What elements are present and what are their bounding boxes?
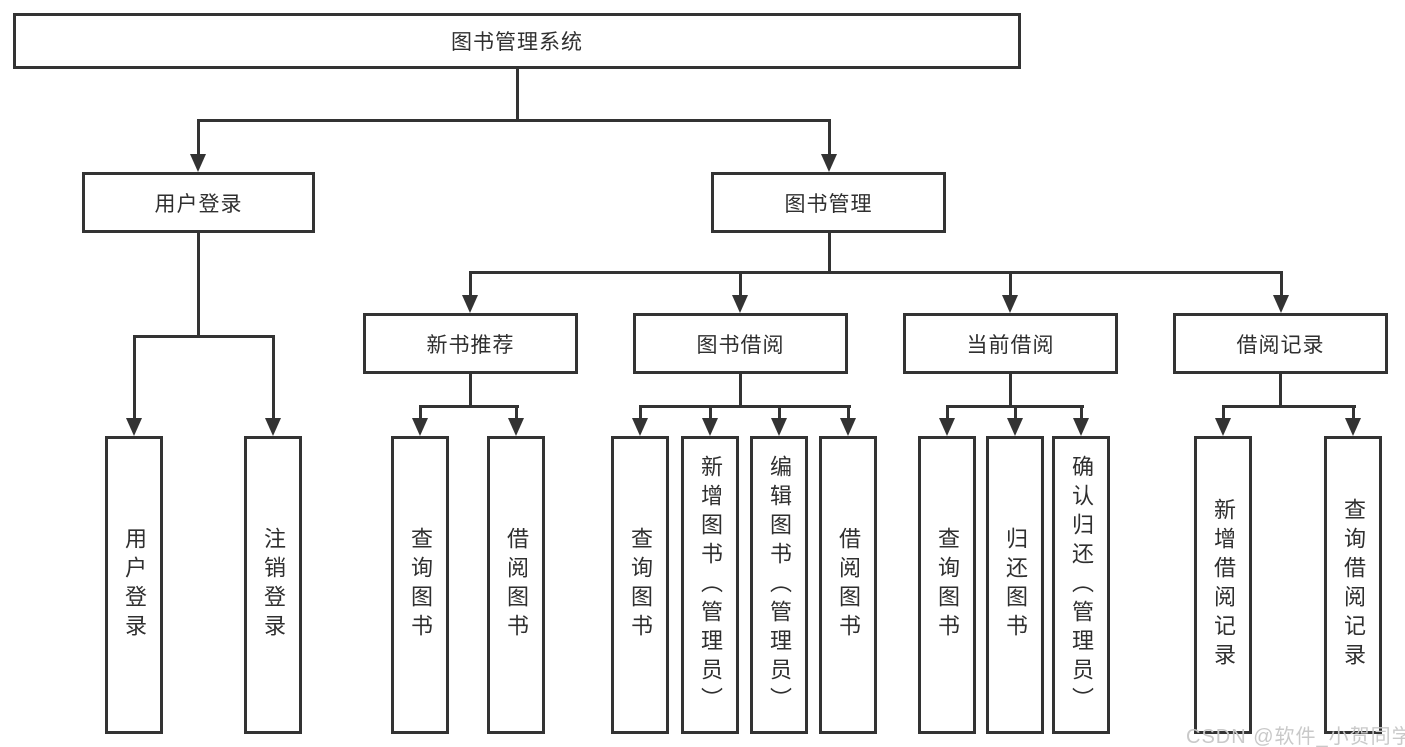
arrowhead-book-borrowing xyxy=(732,295,748,313)
leaf-add-borrow-record-label: 新增借阅记录 xyxy=(1211,498,1236,672)
leaf-edit-book-admin: 编辑图书（管理员） xyxy=(750,436,808,734)
leaf-query-borrow-record-label: 查询借阅记录 xyxy=(1341,498,1366,672)
node-root: 图书管理系统 xyxy=(13,13,1021,69)
node-user-login-label: 用户登录 xyxy=(154,192,243,216)
arrowhead-new-book xyxy=(462,295,478,313)
leaf-borrow-books-2-label: 借阅图书 xyxy=(836,527,861,643)
node-user-login: 用户登录 xyxy=(82,172,315,233)
node-new-book-recommendation: 新书推荐 xyxy=(363,313,578,374)
connector-borrowing-records-rail xyxy=(1222,405,1356,408)
arrowhead-user-login xyxy=(190,154,206,172)
arrowhead-borrowing-records xyxy=(1273,295,1289,313)
leaf-query-books-current: 查询图书 xyxy=(918,436,976,734)
connector-user-login-stem xyxy=(197,233,200,338)
node-book-borrowing-label: 图书借阅 xyxy=(696,333,785,357)
connector-drop-g5-1 xyxy=(1222,405,1225,419)
leaf-borrow-books-recommend-label: 借阅图书 xyxy=(504,527,529,643)
arrowhead-g3-2 xyxy=(702,418,718,436)
leaf-return-book: 归还图书 xyxy=(986,436,1044,734)
connector-drop-g3-1 xyxy=(639,405,642,419)
node-root-label: 图书管理系统 xyxy=(451,31,583,54)
connector-borrowing-records-stem xyxy=(1279,374,1282,408)
leaf-logout: 注销登录 xyxy=(244,436,302,734)
node-borrowing-records: 借阅记录 xyxy=(1173,313,1388,374)
connector-drop-borrowing-records xyxy=(1280,271,1283,296)
leaf-query-books-recommend: 查询图书 xyxy=(391,436,449,734)
connector-drop-g3-3 xyxy=(778,405,781,419)
node-book-management-label: 图书管理 xyxy=(784,192,873,216)
connector-new-book-stem xyxy=(469,374,472,408)
connector-root-stem xyxy=(516,69,519,122)
arrowhead-g4-2 xyxy=(1007,418,1023,436)
arrowhead-g3-1 xyxy=(632,418,648,436)
arrowhead-g4-1 xyxy=(939,418,955,436)
leaf-add-borrow-record: 新增借阅记录 xyxy=(1194,436,1252,734)
arrowhead-leaf-login xyxy=(126,418,142,436)
leaf-add-book-admin: 新增图书（管理员） xyxy=(681,436,739,734)
leaf-query-borrow-record: 查询借阅记录 xyxy=(1324,436,1382,734)
arrowhead-current-borrowing xyxy=(1002,295,1018,313)
connector-book-management-stem xyxy=(828,233,831,274)
connector-root-rail xyxy=(197,119,831,122)
leaf-confirm-return-admin: 确认归还（管理员） xyxy=(1052,436,1110,734)
leaf-edit-book-admin-label: 编辑图书（管理员） xyxy=(767,454,792,716)
connector-book-borrowing-rail xyxy=(639,405,851,408)
leaf-borrow-books-2: 借阅图书 xyxy=(819,436,877,734)
connector-drop-new-book xyxy=(469,271,472,296)
connector-user-login-rail xyxy=(133,335,275,338)
connector-new-book-rail xyxy=(419,405,519,408)
connector-drop-g2-1 xyxy=(419,405,422,419)
connector-drop-current-borrowing xyxy=(1009,271,1012,296)
arrowhead-g5-2 xyxy=(1345,418,1361,436)
leaf-query-books-borrow-label: 查询图书 xyxy=(628,527,653,643)
connector-drop-g4-2 xyxy=(1014,405,1017,419)
watermark-text: CSDN @软件_小贺同学 xyxy=(1186,726,1405,747)
leaf-query-books-borrow: 查询图书 xyxy=(611,436,669,734)
leaf-user-login: 用户登录 xyxy=(105,436,163,734)
leaf-add-book-admin-label: 新增图书（管理员） xyxy=(698,454,723,716)
arrowhead-leaf-logout xyxy=(265,418,281,436)
arrowhead-g5-1 xyxy=(1215,418,1231,436)
arrowhead-book-management xyxy=(821,154,837,172)
arrowhead-g3-4 xyxy=(840,418,856,436)
connector-drop-g4-1 xyxy=(946,405,949,419)
arrowhead-g2-2 xyxy=(508,418,524,436)
leaf-logout-label: 注销登录 xyxy=(261,527,286,643)
connector-drop-g3-2 xyxy=(709,405,712,419)
node-book-borrowing: 图书借阅 xyxy=(633,313,848,374)
leaf-return-book-label: 归还图书 xyxy=(1003,527,1028,643)
arrowhead-g4-3 xyxy=(1073,418,1089,436)
connector-drop-leaf-logout xyxy=(272,335,275,418)
leaf-confirm-return-admin-label: 确认归还（管理员） xyxy=(1069,454,1094,716)
node-current-borrowing: 当前借阅 xyxy=(903,313,1118,374)
connector-drop-book-management xyxy=(828,119,831,155)
connector-drop-g5-2 xyxy=(1352,405,1355,419)
arrowhead-g3-3 xyxy=(771,418,787,436)
leaf-borrow-books-recommend: 借阅图书 xyxy=(487,436,545,734)
arrowhead-g2-1 xyxy=(412,418,428,436)
connector-book-borrowing-stem xyxy=(739,374,742,408)
node-new-book-recommendation-label: 新书推荐 xyxy=(426,333,515,357)
connector-current-borrowing-stem xyxy=(1009,374,1012,408)
leaf-user-login-label: 用户登录 xyxy=(122,527,147,643)
leaf-query-books-current-label: 查询图书 xyxy=(935,527,960,643)
connector-level2-rail xyxy=(469,271,1283,274)
connector-drop-g4-3 xyxy=(1080,405,1083,419)
node-book-management: 图书管理 xyxy=(711,172,946,233)
connector-drop-book-borrowing xyxy=(739,271,742,296)
node-borrowing-records-label: 借阅记录 xyxy=(1236,333,1325,357)
connector-drop-g2-2 xyxy=(515,405,518,419)
connector-drop-user-login xyxy=(197,119,200,155)
connector-drop-g3-4 xyxy=(847,405,850,419)
leaf-query-books-recommend-label: 查询图书 xyxy=(408,527,433,643)
node-current-borrowing-label: 当前借阅 xyxy=(966,333,1055,357)
connector-drop-leaf-login xyxy=(133,335,136,418)
